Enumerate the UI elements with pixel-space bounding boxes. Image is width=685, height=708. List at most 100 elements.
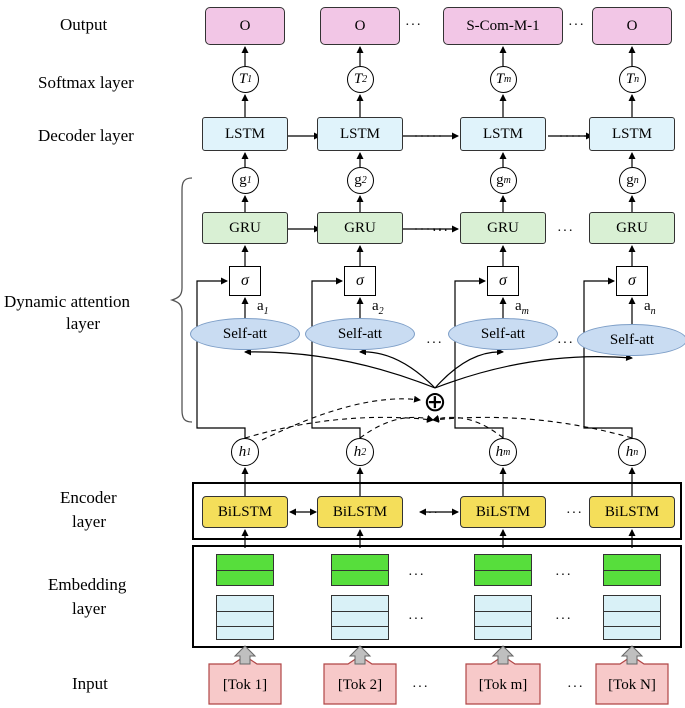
arrow-aggregate-to-selfatt-2 [359,348,436,389]
input-arrow-4 [620,645,644,665]
self-attention-node-4: Self-att [577,324,685,356]
embedding-green-divider-4 [604,570,660,571]
ellipsis-11: ··· [408,612,425,627]
input-token-4: [Tok N] [608,677,656,693]
gate-node-2-subscript: 2 [361,175,367,186]
embedding-vector-green-1 [216,554,274,586]
sigma-gate-2: σ [344,266,376,296]
embedding-blue-divider-4-1 [604,611,660,612]
ellipsis-14: ··· [567,680,584,695]
self-attention-node-3: Self-att [448,318,558,350]
embedding-blue-divider-2-2 [332,626,388,627]
dashed-h-to-aggregate-4 [432,415,633,439]
ellipsis-12: ··· [555,612,572,627]
embedding-vector-blue-3 [474,595,532,640]
softmax-node-2-base: T [353,71,363,87]
encoder-layer-frame [192,482,682,540]
input-token-1: [Tok 1] [222,677,268,693]
ellipsis-10: ··· [555,568,572,583]
sigma-gate-4: σ [616,266,648,296]
gru-box-2: GRU [317,212,403,244]
softmax-node-1-subscript: 1 [247,74,253,85]
gru-box-3: GRU [460,212,546,244]
attention-weight-label-4: an [644,298,656,317]
embedding-green-divider-1 [217,570,273,571]
embedding-blue-divider-3-1 [475,611,531,612]
embedding-blue-divider-1-1 [217,611,273,612]
embedding-vector-green-3 [474,554,532,586]
input-token-shape-4 [595,655,669,705]
arrow-h-to-sigma-2 [311,277,361,438]
gate-node-3-subscript: m [503,175,511,186]
arrow-h-to-sigma-3 [454,277,504,438]
gate-node-2-base: g [354,172,362,188]
row-label-dynamic-attention: Dynamic attention [4,292,131,311]
input-token-shape-1 [208,655,282,705]
attention-weight-label-2: a2 [372,298,384,317]
attention-weight-label-2-base: a [372,298,379,314]
arrow-aggregate-to-selfatt-1 [244,348,436,389]
dynamic-attention-brace [169,177,193,423]
arrow-h-to-sigma-4 [583,277,633,438]
attention-weight-label-3: am [515,298,529,317]
embedding-blue-divider-2-1 [332,611,388,612]
embedding-layer-frame [192,545,682,648]
softmax-node-4-subscript: n [634,74,640,85]
hidden-state-node-2-base: h [353,443,362,460]
ellipsis-1: ··· [405,18,422,33]
embedding-vector-green-2 [331,554,389,586]
output-box-4: O [592,7,672,45]
gate-node-4-base: g [626,172,634,188]
attention-weight-label-3-base: a [515,298,522,314]
row-label-encoder: Encoder [60,488,117,507]
input-token-2: [Tok 2] [337,677,383,693]
softmax-node-3-base: T [495,71,505,87]
hidden-state-node-1-base: h [238,443,247,460]
embedding-blue-divider-1-2 [217,626,273,627]
encoder-bilstm-1: BiLSTM [202,496,288,528]
attention-weight-label-2-subscript: 2 [378,306,384,317]
row-label-softmax: Softmax layer [38,73,134,92]
softmax-node-2-subscript: 2 [362,74,368,85]
ellipsis-6: ··· [557,336,574,351]
hidden-state-node-3-subscript: m [503,446,511,458]
attention-weight-label-1-subscript: 1 [263,306,269,317]
attention-weight-label-1-base: a [257,298,264,314]
embedding-vector-green-4 [603,554,661,586]
hidden-state-node-1-subscript: 1 [246,446,252,458]
gate-node-1-base: g [239,172,247,188]
decoder-lstm-2: LSTM [317,117,403,151]
softmax-node-4-base: T [625,71,635,87]
dashed-attention-arrows [244,395,633,441]
embedding-blue-divider-4-2 [604,626,660,627]
ellipsis-13: ··· [412,680,429,695]
row-label-output: Output [60,15,108,34]
hidden-state-node-2-subscript: 2 [361,446,367,458]
decoder-lstm-4: LSTM [589,117,675,151]
decoder-lstm-3: LSTM [460,117,546,151]
gru-box-1: GRU [202,212,288,244]
row-label-dynamic-attention-2: layer [66,314,100,333]
dashed-h1-arc [261,395,421,441]
embedding-vector-blue-2 [331,595,389,640]
decoder-lstm-1: LSTM [202,117,288,151]
connection-arrows [196,46,636,548]
encoder-bilstm-3: BiLSTM [460,496,546,528]
row-label-encoder-2: layer [72,512,106,531]
gate-node-4-subscript: n [633,175,639,186]
attention-weight-label-4-subscript: n [650,306,656,317]
self-attention-node-1: Self-att [190,318,300,350]
ellipsis-5: ··· [426,336,443,351]
input-token-shape-2 [323,655,397,705]
hidden-state-node-4-subscript: n [633,446,639,458]
